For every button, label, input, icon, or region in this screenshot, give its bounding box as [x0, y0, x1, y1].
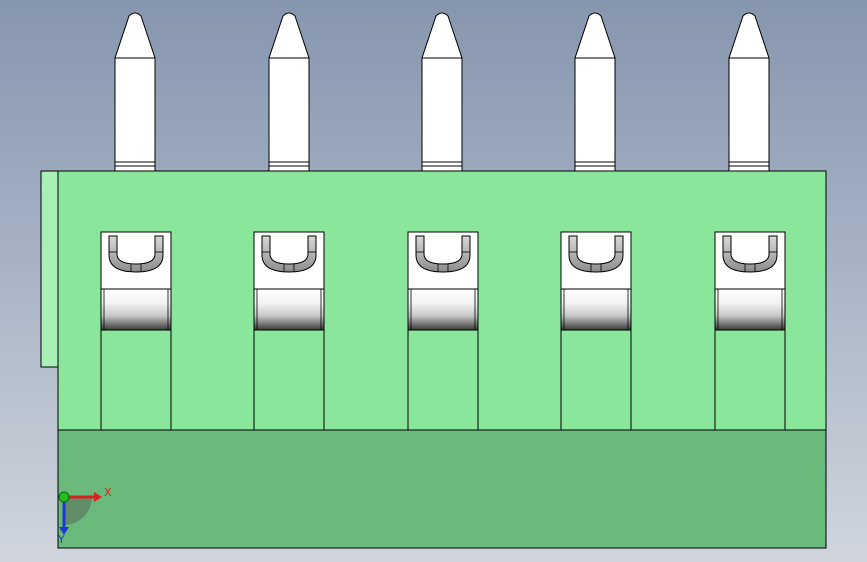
coordinate-triad: X Y — [57, 486, 112, 546]
connector-base[interactable] — [57, 429, 827, 549]
pin-5[interactable] — [728, 12, 770, 172]
terminal-3[interactable] — [407, 231, 479, 431]
triad-origin — [58, 491, 70, 503]
terminal-1[interactable] — [100, 231, 172, 431]
x-axis-label: X — [104, 486, 112, 499]
pin-1[interactable] — [114, 12, 156, 172]
terminal-5[interactable] — [714, 231, 786, 431]
pin-2[interactable] — [268, 12, 310, 172]
pin-4[interactable] — [574, 12, 616, 172]
triad-arc — [64, 497, 92, 525]
terminal-4[interactable] — [560, 231, 632, 431]
pins-group — [114, 12, 770, 172]
pin-3[interactable] — [421, 12, 463, 172]
y-axis-label: Y — [57, 533, 65, 546]
side-tab — [40, 170, 60, 368]
terminal-2[interactable] — [253, 231, 325, 431]
terminals-group — [100, 231, 786, 431]
